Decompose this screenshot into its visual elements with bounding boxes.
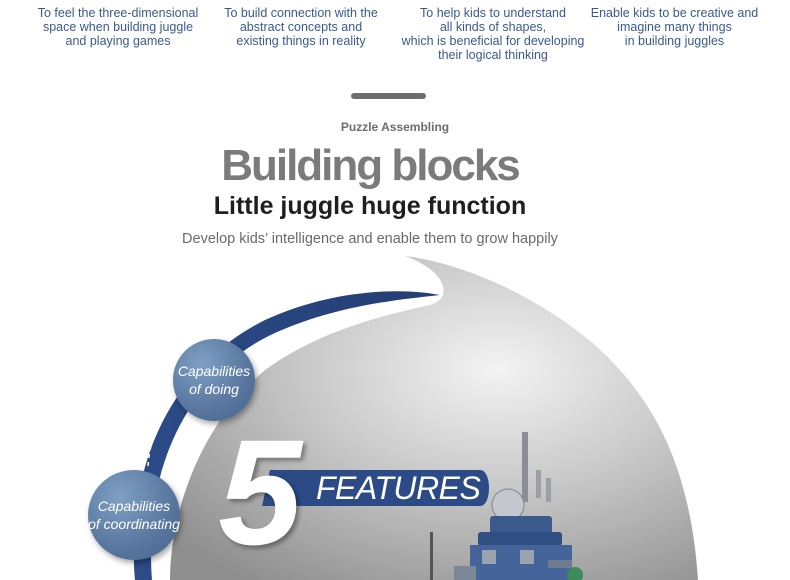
benefit-3d-space: To feel the three-dimensional space when…: [28, 6, 208, 48]
toy-tower-image: [430, 432, 583, 580]
benefit-line: and playing games: [65, 34, 171, 48]
benefit-line: To help kids to understand: [420, 6, 566, 20]
feature-count: 5: [218, 408, 302, 576]
benefit-line: in building juggles: [624, 34, 725, 48]
benefit-line: To feel the three-dimensional: [37, 6, 199, 20]
capability-line: of doing: [189, 381, 239, 397]
benefit-line: Enable kids to be creative and: [590, 6, 759, 20]
page-title: Building blocks: [221, 141, 521, 190]
benefit-line: existing things in reality: [236, 34, 366, 48]
benefits-row: To feel the three-dimensional space when…: [0, 6, 790, 66]
benefit-line: imagine many things: [617, 20, 732, 34]
tagline: Develop kids’ intelligence and enable th…: [182, 231, 558, 247]
section-divider: [351, 93, 426, 99]
capability-coordinating-bubble: Capabilities of coordinating: [88, 470, 180, 560]
subtitle: Little juggle huge function: [213, 192, 527, 220]
benefit-shapes: To help kids to understand all kinds of …: [393, 6, 593, 62]
dashed-arc: [147, 361, 196, 471]
benefit-line: all kinds of shapes,: [439, 20, 547, 34]
benefit-abstract-concepts: To build connection with the abstract co…: [211, 6, 391, 48]
features-label: FEATURES: [316, 470, 481, 506]
capability-line: of coordinating: [88, 516, 180, 532]
benefit-line: To build connection with the: [224, 6, 378, 20]
benefit-line: abstract concepts and: [239, 20, 363, 34]
benefit-line: space when building juggle: [42, 20, 194, 34]
benefit-line: which is beneficial for developing: [401, 34, 585, 48]
kicker-text: Puzzle Assembling: [340, 120, 450, 134]
capability-line: Capabilities: [97, 498, 171, 514]
features-banner: [262, 470, 489, 506]
benefit-line: their logical thinking: [438, 48, 548, 62]
capability-doing-bubble: Capabilities of doing: [173, 339, 255, 421]
benefit-creativity: Enable kids to be creative and imagine m…: [582, 6, 767, 48]
capability-line: Capabilities: [177, 363, 251, 379]
